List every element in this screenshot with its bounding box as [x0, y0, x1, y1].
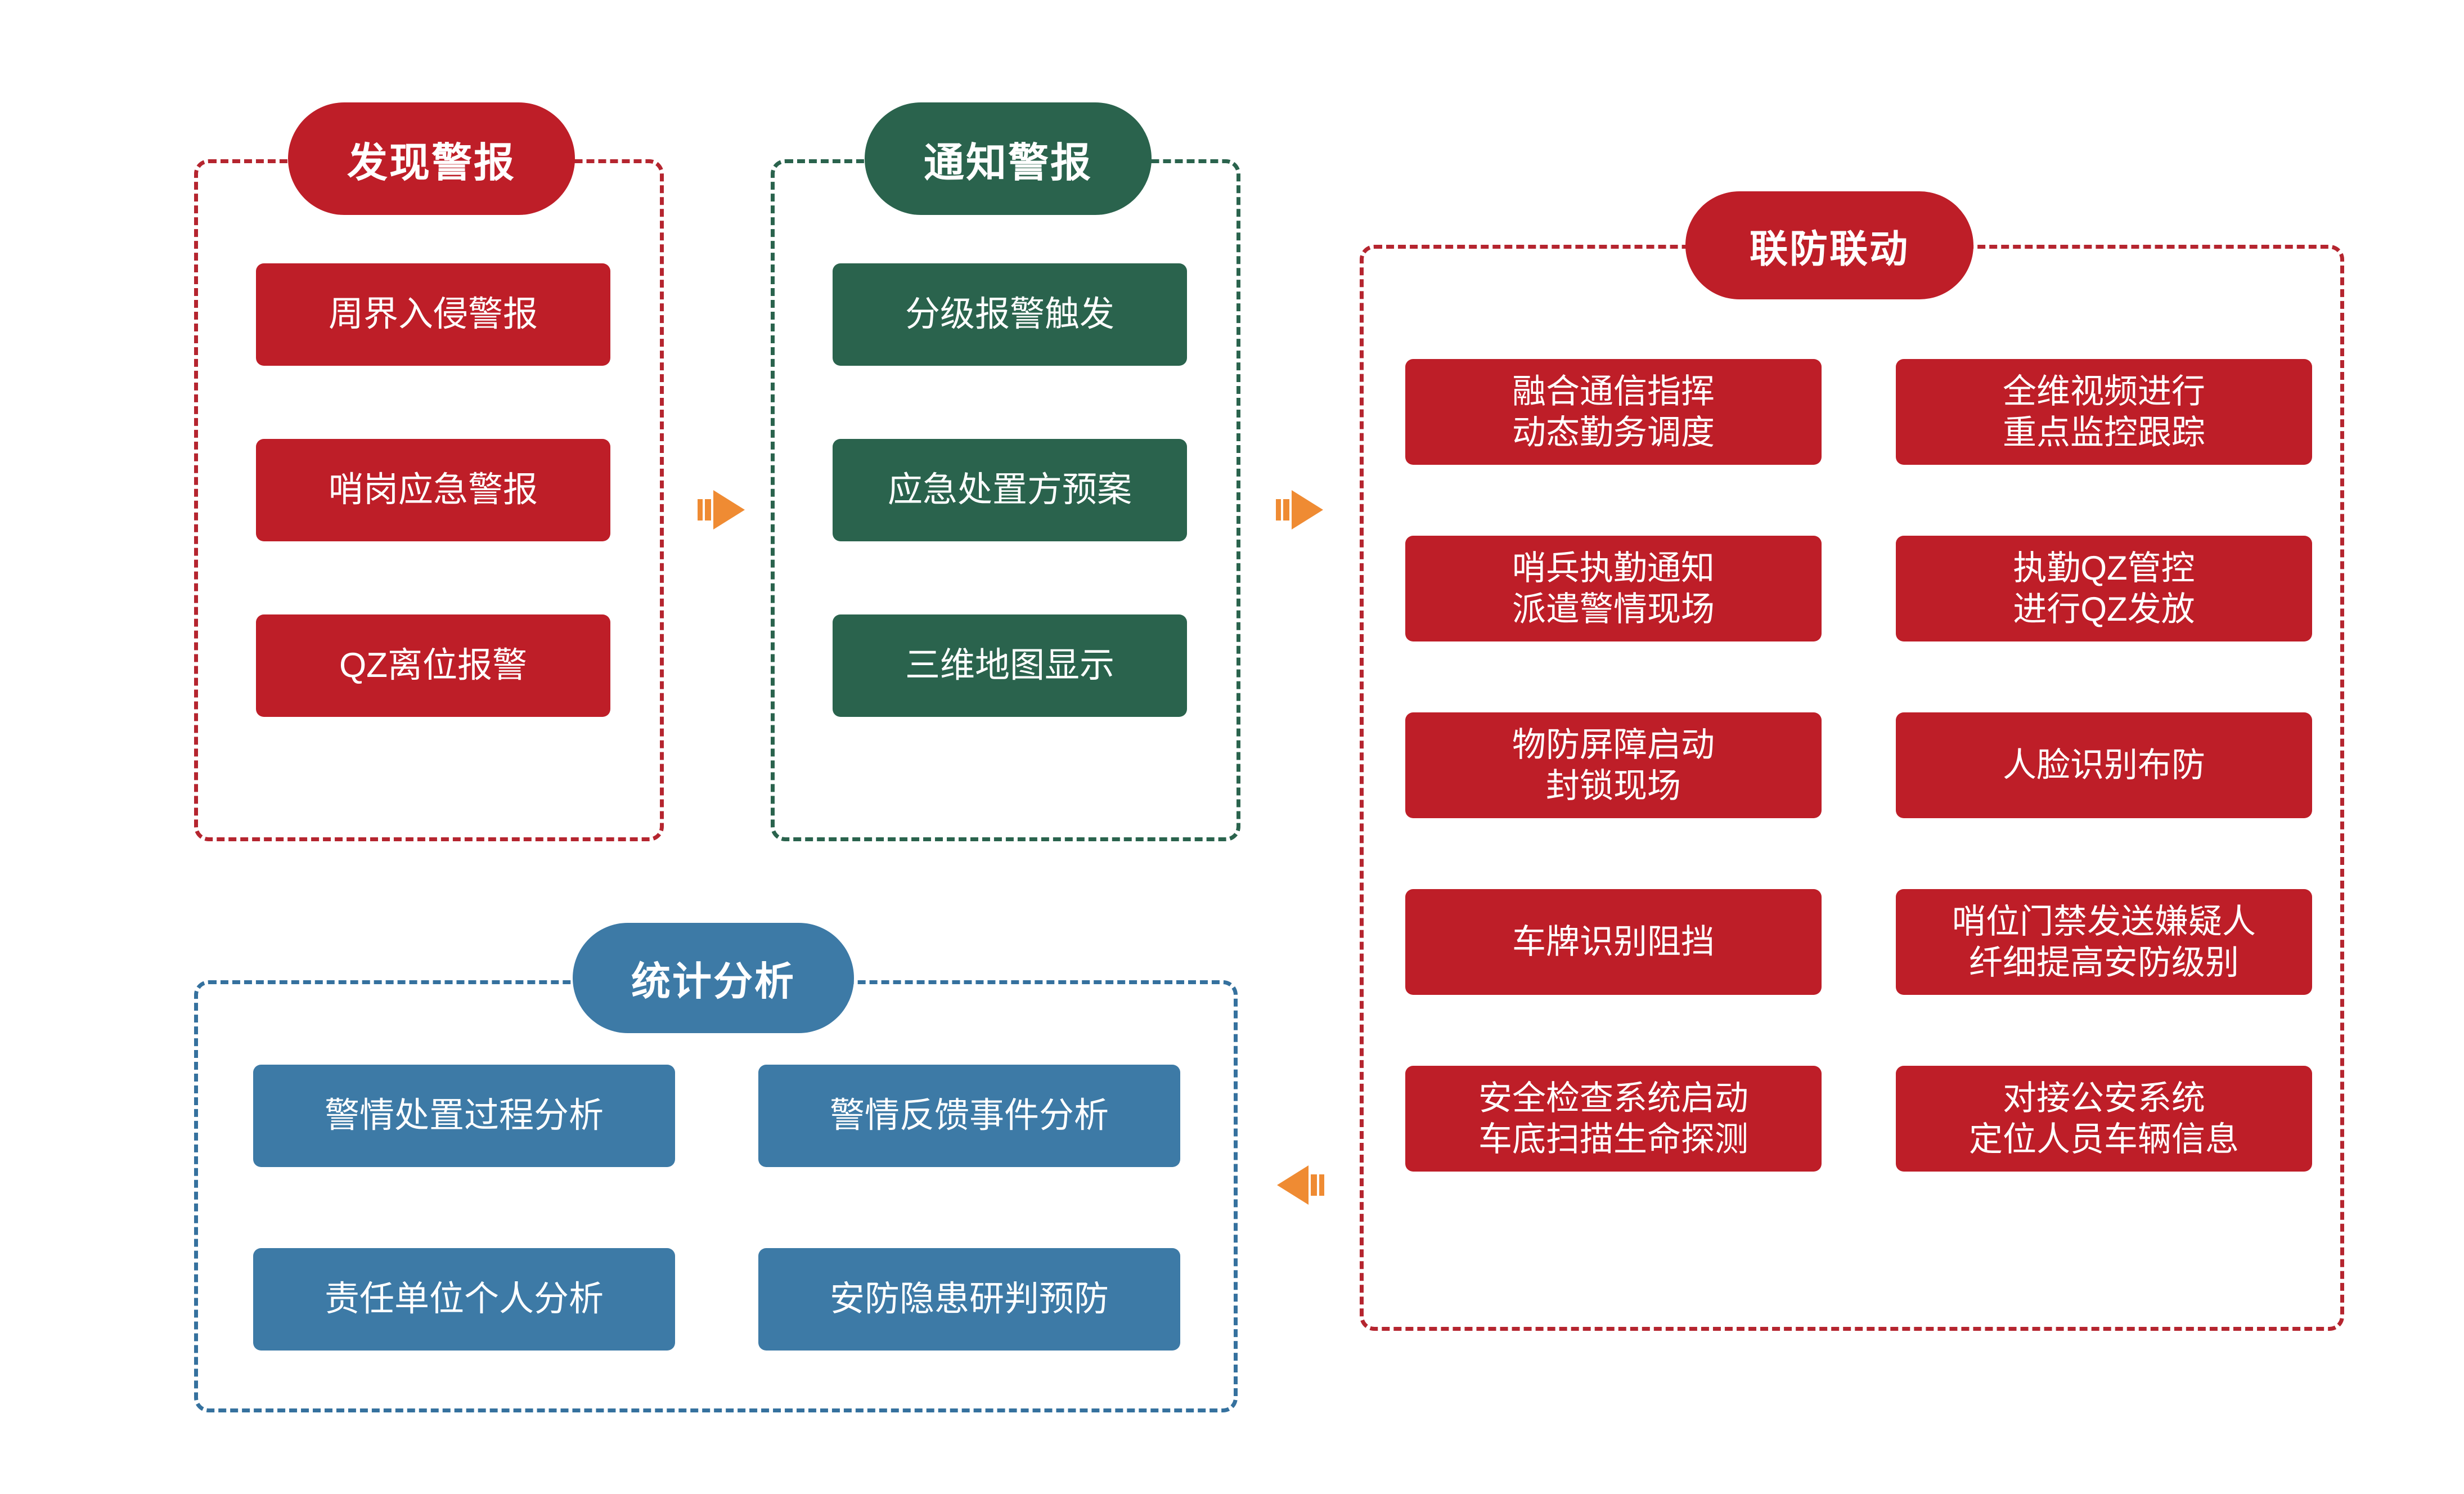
box-joint-right-5-line2: 定位人员车辆信息	[1969, 1120, 2239, 1158]
box-joint-left-2-line2: 派遣警情现场	[1512, 590, 1715, 628]
box-analysis-4[interactable]: 安防隐患研判预防	[758, 1248, 1180, 1351]
box-notify-3-label: 三维地图显示	[905, 646, 1114, 685]
group-title-joint[interactable]: 联防联动	[1685, 191, 1973, 299]
box-joint-left-1[interactable]: 融合通信指挥 动态勤务调度	[1405, 359, 1822, 465]
box-joint-left-3-line1: 物防屏障启动	[1512, 725, 1715, 764]
arrow-joint-to-analysis	[1277, 1162, 1328, 1208]
box-joint-left-1-line1: 融合通信指挥	[1512, 372, 1715, 410]
box-joint-left-4-line1: 车牌识别阻挡	[1512, 923, 1715, 961]
box-discover-2-label: 哨岗应急警报	[328, 470, 538, 510]
box-joint-right-4[interactable]: 哨位门禁发送嫌疑人 纤细提高安防级别	[1896, 889, 2312, 995]
box-notify-2-label: 应急处置方预案	[887, 470, 1132, 510]
arrow-discover-to-notify	[698, 487, 748, 533]
box-discover-1[interactable]: 周界入侵警报	[256, 263, 610, 366]
box-joint-right-2-line2: 进行QZ发放	[2013, 590, 2195, 628]
box-analysis-4-label: 安防隐患研判预防	[829, 1280, 1109, 1319]
box-joint-right-1-line1: 全维视频进行	[2003, 372, 2205, 410]
box-joint-left-5[interactable]: 安全检查系统启动 车底扫描生命探测	[1405, 1066, 1822, 1172]
box-discover-3[interactable]: QZ离位报警	[256, 614, 610, 717]
box-joint-left-2-line1: 哨兵执勤通知	[1512, 549, 1715, 587]
box-notify-1-label: 分级报警触发	[905, 295, 1114, 334]
arrow-notify-to-joint	[1276, 487, 1327, 533]
box-analysis-3[interactable]: 责任单位个人分析	[253, 1248, 675, 1351]
box-joint-left-4[interactable]: 车牌识别阻挡	[1405, 889, 1822, 995]
box-joint-right-1-line2: 重点监控跟踪	[2003, 414, 2205, 451]
group-title-notify-label: 通知警报	[923, 140, 1092, 186]
box-joint-left-2[interactable]: 哨兵执勤通知 派遣警情现场	[1405, 536, 1822, 641]
box-analysis-3-label: 责任单位个人分析	[324, 1280, 604, 1319]
group-title-notify[interactable]: 通知警报	[865, 102, 1152, 215]
box-notify-3[interactable]: 三维地图显示	[833, 614, 1187, 717]
box-joint-left-5-line1: 安全检查系统启动	[1478, 1079, 1748, 1117]
box-analysis-1-label: 警情处置过程分析	[324, 1096, 604, 1136]
box-joint-right-1[interactable]: 全维视频进行 重点监控跟踪	[1896, 359, 2312, 465]
box-analysis-1[interactable]: 警情处置过程分析	[253, 1065, 675, 1167]
box-discover-1-label: 周界入侵警报	[328, 295, 538, 334]
box-discover-3-label: QZ离位报警	[339, 646, 528, 685]
box-joint-right-4-line1: 哨位门禁发送嫌疑人	[1952, 902, 2256, 940]
group-title-discover-label: 发现警报	[347, 140, 516, 186]
box-notify-1[interactable]: 分级报警触发	[833, 263, 1187, 366]
box-analysis-2[interactable]: 警情反馈事件分析	[758, 1065, 1180, 1167]
box-joint-right-5[interactable]: 对接公安系统 定位人员车辆信息	[1896, 1066, 2312, 1172]
box-joint-right-5-line1: 对接公安系统	[2003, 1079, 2205, 1117]
box-joint-right-4-line2: 纤细提高安防级别	[1969, 944, 2239, 981]
box-joint-right-2[interactable]: 执勤QZ管控 进行QZ发放	[1896, 536, 2312, 641]
box-joint-left-1-line2: 动态勤务调度	[1512, 414, 1715, 451]
group-title-discover[interactable]: 发现警报	[288, 102, 575, 215]
group-title-joint-label: 联防联动	[1749, 227, 1909, 271]
box-joint-left-5-line2: 车底扫描生命探测	[1478, 1120, 1748, 1158]
box-discover-2[interactable]: 哨岗应急警报	[256, 439, 610, 541]
box-joint-right-3[interactable]: 人脸识别布防	[1896, 712, 2312, 818]
box-notify-2[interactable]: 应急处置方预案	[833, 439, 1187, 541]
box-joint-left-3[interactable]: 物防屏障启动 封锁现场	[1405, 712, 1822, 818]
group-title-analysis-label: 统计分析	[631, 959, 795, 1003]
group-title-analysis[interactable]: 统计分析	[573, 923, 854, 1033]
box-joint-right-2-line1: 执勤QZ管控	[2013, 549, 2195, 587]
box-joint-left-3-line2: 封锁现场	[1546, 767, 1681, 805]
box-analysis-2-label: 警情反馈事件分析	[829, 1096, 1109, 1136]
box-joint-right-3-line1: 人脸识别布防	[2003, 746, 2205, 784]
